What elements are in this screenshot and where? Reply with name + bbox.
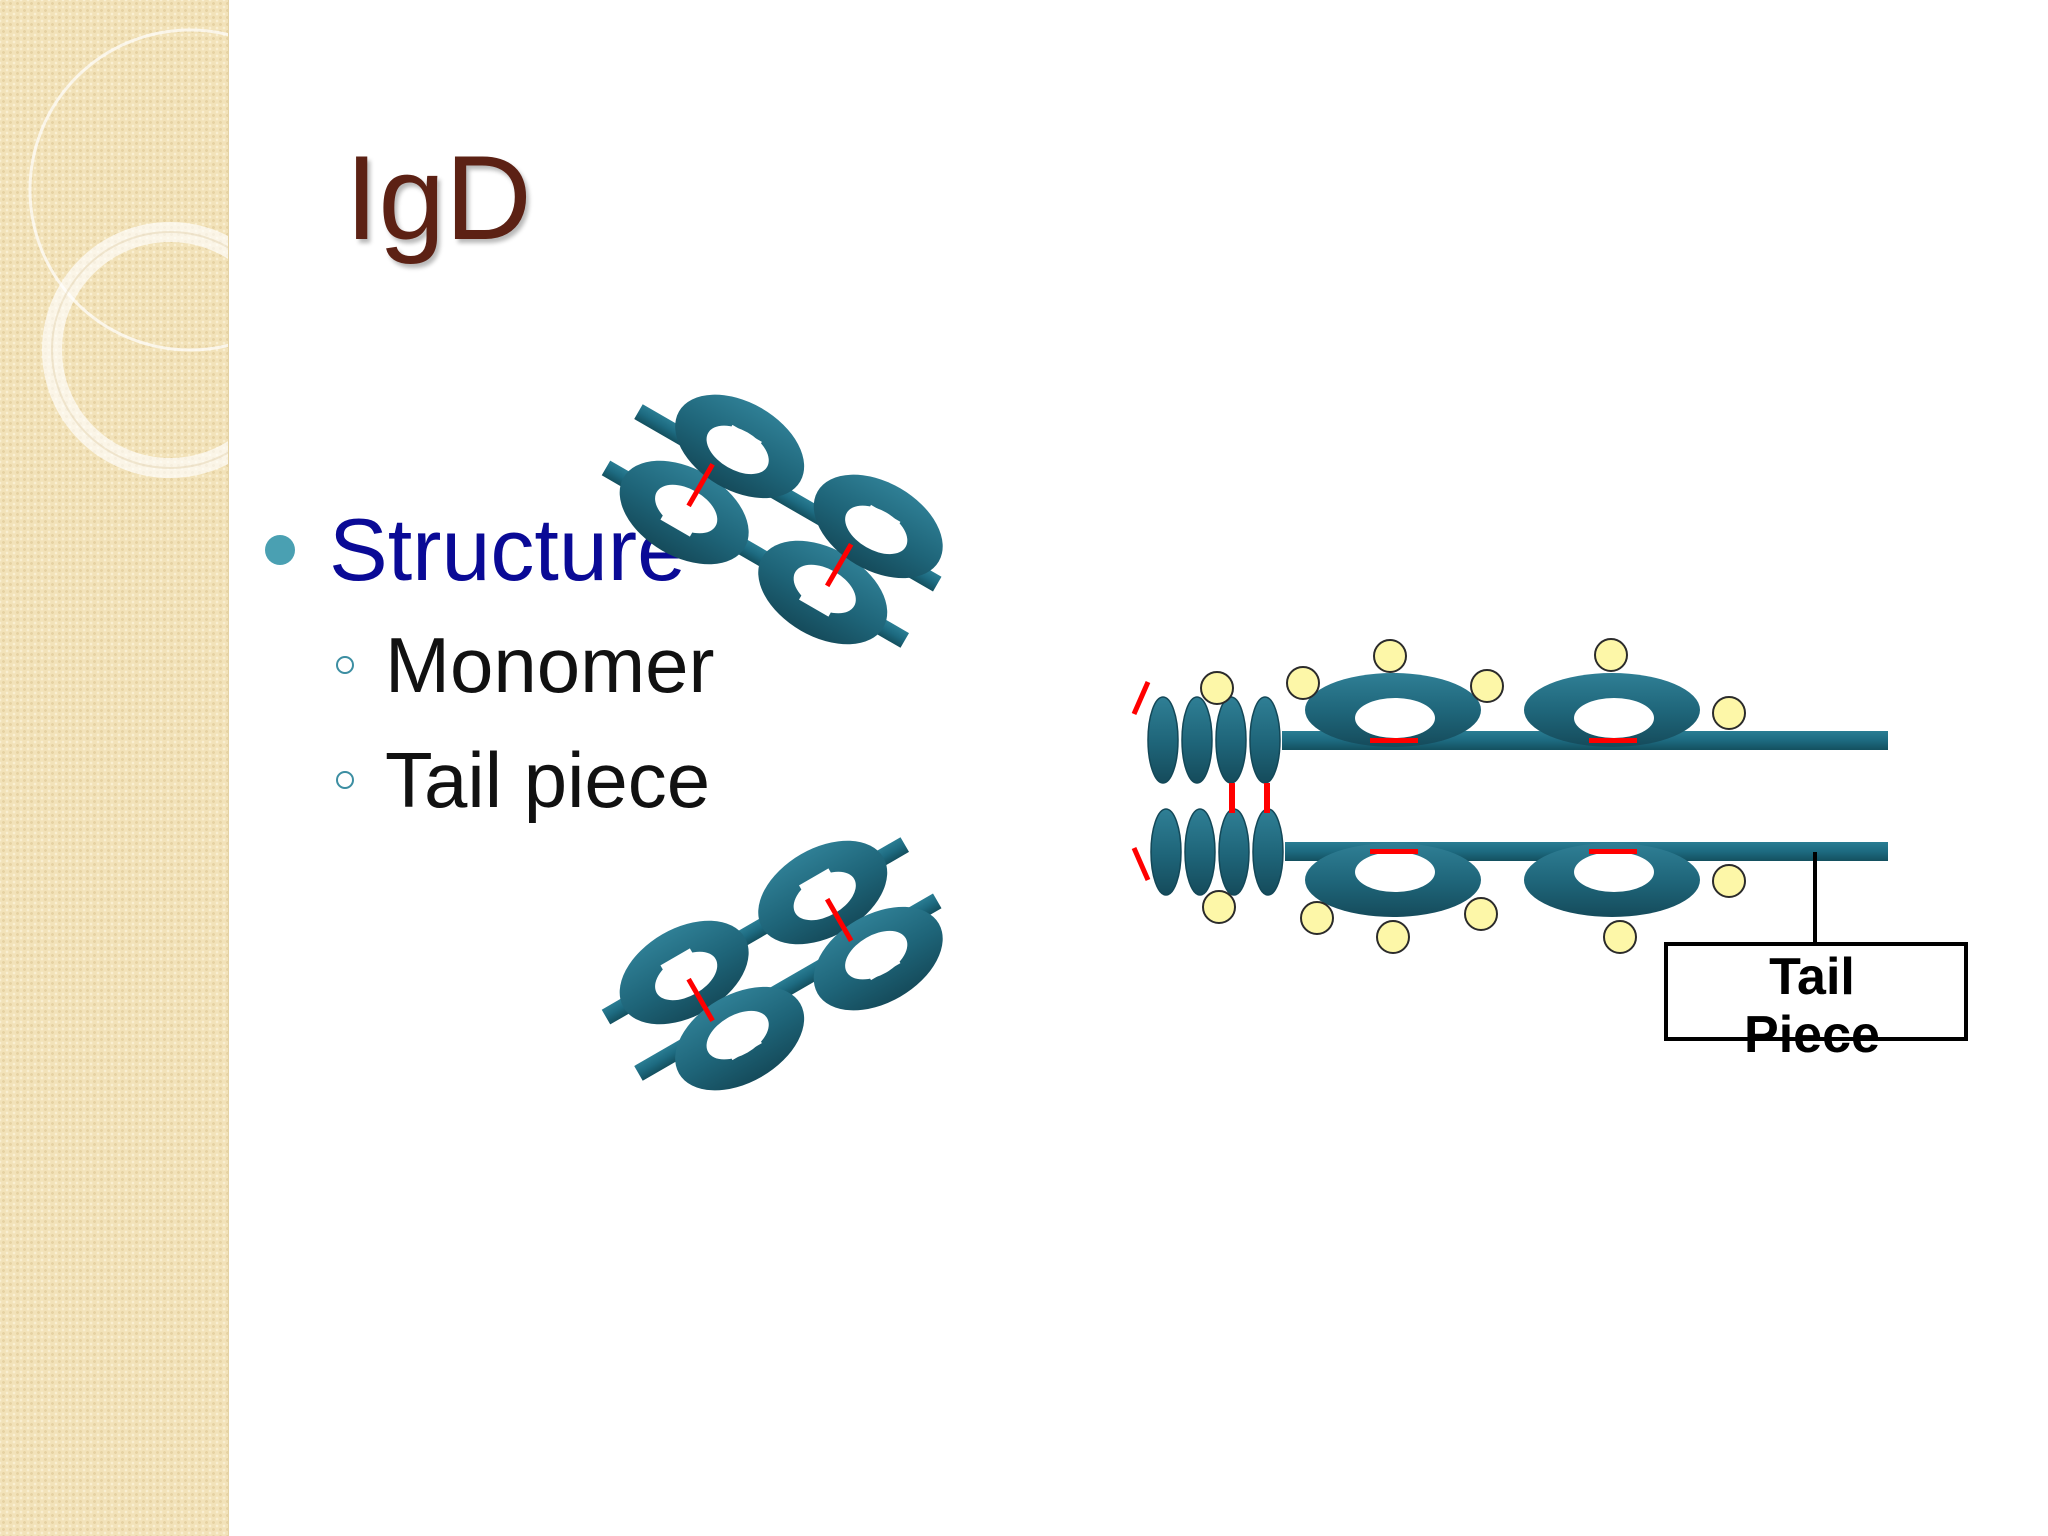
decorative-rings — [28, 28, 228, 478]
fc-lower-domain-1 — [1305, 843, 1481, 917]
bullet-structure: Structure — [265, 500, 686, 600]
sub-bullet-monomer: Monomer — [336, 615, 714, 715]
tail-piece-label-line-1: Tail — [1769, 948, 1855, 1006]
disulfide-bonds-lower-fab — [686, 897, 854, 1022]
bullet-structure-label: Structure — [329, 500, 687, 599]
sub-bullet-tail-piece-label: Tail piece — [385, 736, 711, 824]
tail-piece-label: Tail Piece — [1662, 948, 1962, 1064]
bullet-dot-icon — [265, 535, 295, 565]
fab-arm-upper — [601, 394, 943, 648]
hinge-disulfide-bonds — [1229, 783, 1270, 813]
tail-piece-label-line-2: Piece — [1744, 1006, 1880, 1064]
fc-heavy-chain-upper — [1282, 673, 1888, 750]
fc-upper-domain-2 — [1524, 673, 1700, 747]
decorative-sidebar — [0, 0, 229, 1536]
fc-lower-domain-2 — [1524, 843, 1700, 917]
fab-arm-lower — [601, 837, 943, 1091]
light-heavy-disulfide-links — [1131, 680, 1151, 882]
fc-heavy-chain-lower — [1285, 842, 1888, 917]
sub-bullet-ring-icon — [336, 656, 354, 674]
heavy-chain-upper-fab — [601, 460, 909, 648]
slide-title: IgD — [345, 131, 532, 265]
sub-bullet-ring-icon — [336, 771, 354, 789]
tail-piece-box — [1664, 942, 1968, 1041]
hinge-region — [1147, 696, 1284, 896]
carbohydrate-groups — [1200, 638, 1746, 954]
disulfide-bonds-upper-fab — [686, 463, 854, 588]
heavy-chain-lower-fab — [601, 837, 909, 1025]
fc-upper-bonds — [1370, 738, 1637, 743]
sub-bullet-monomer-label: Monomer — [385, 621, 715, 709]
sub-bullet-tail-piece: Tail piece — [336, 730, 710, 830]
tail-piece-callout — [1664, 852, 1968, 1041]
fc-lower-bonds — [1370, 849, 1637, 854]
hinge-lower — [1150, 808, 1284, 896]
fc-upper-domain-1 — [1305, 673, 1481, 747]
hinge-upper — [1147, 696, 1281, 784]
